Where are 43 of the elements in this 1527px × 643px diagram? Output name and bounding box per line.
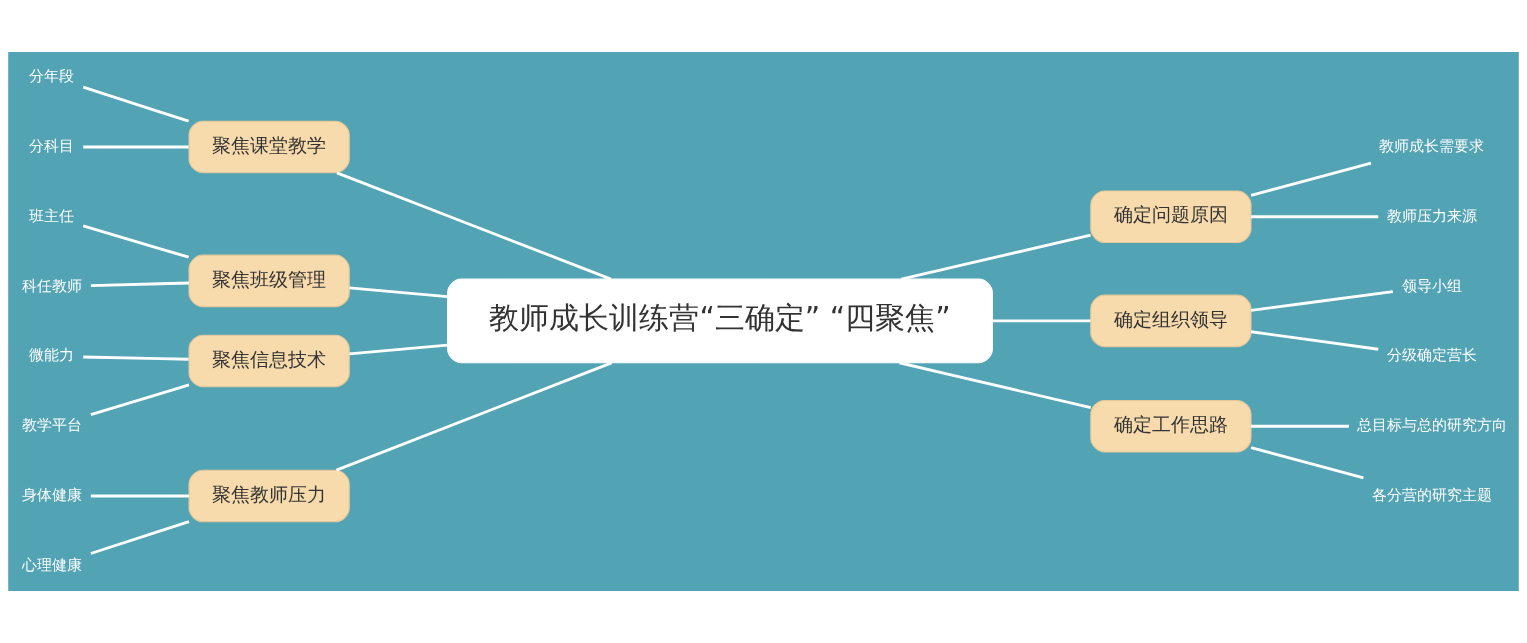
node-text: 身体健康 bbox=[21, 485, 82, 504]
connector bbox=[899, 361, 1092, 410]
node-text: 科任教师 bbox=[21, 276, 82, 295]
node-text: 心理健康 bbox=[21, 555, 82, 574]
connector bbox=[83, 145, 189, 149]
connector bbox=[1250, 446, 1364, 480]
connector bbox=[90, 520, 190, 555]
connector bbox=[83, 355, 189, 361]
connector bbox=[349, 343, 448, 356]
connector bbox=[82, 224, 190, 259]
node-text: 分科目 bbox=[29, 136, 75, 155]
node-box: 聚焦班级管理 bbox=[188, 254, 350, 308]
node-text: 微能力 bbox=[29, 346, 75, 365]
connector bbox=[336, 171, 612, 281]
node-text: 分级确定营长 bbox=[1386, 346, 1477, 365]
node-box: 教师成长训练营“三确定” “四聚焦” bbox=[447, 278, 993, 364]
node-text: 领导小组 bbox=[1401, 276, 1462, 295]
node-text: 教师成长需要求 bbox=[1379, 136, 1485, 155]
node-text: 教学平台 bbox=[21, 416, 82, 435]
node-box: 确定工作思路 bbox=[1090, 399, 1252, 453]
connector bbox=[349, 286, 448, 299]
connector bbox=[1250, 161, 1372, 197]
node-text: 班主任 bbox=[29, 206, 75, 225]
connector bbox=[90, 494, 189, 498]
connector bbox=[992, 319, 1091, 323]
connector bbox=[901, 233, 1091, 281]
connector bbox=[82, 85, 190, 123]
connector bbox=[1251, 215, 1379, 219]
node-text: 分年段 bbox=[29, 67, 75, 86]
node-box: 聚焦信息技术 bbox=[188, 334, 350, 388]
node-text: 各分营的研究主题 bbox=[1371, 485, 1492, 504]
connector bbox=[90, 383, 190, 417]
connector bbox=[1251, 424, 1349, 428]
node-box: 确定问题原因 bbox=[1090, 190, 1252, 244]
node-text: 总目标与总的研究方向 bbox=[1356, 416, 1507, 435]
connector bbox=[1250, 330, 1379, 351]
connector bbox=[335, 361, 613, 472]
connector bbox=[90, 281, 189, 287]
node-text: 教师压力来源 bbox=[1386, 206, 1477, 225]
connector bbox=[1250, 290, 1394, 312]
node-box: 确定组织领导 bbox=[1090, 294, 1252, 348]
node-box: 聚焦课堂教学 bbox=[188, 120, 350, 174]
node-box: 聚焦教师压力 bbox=[188, 469, 350, 523]
